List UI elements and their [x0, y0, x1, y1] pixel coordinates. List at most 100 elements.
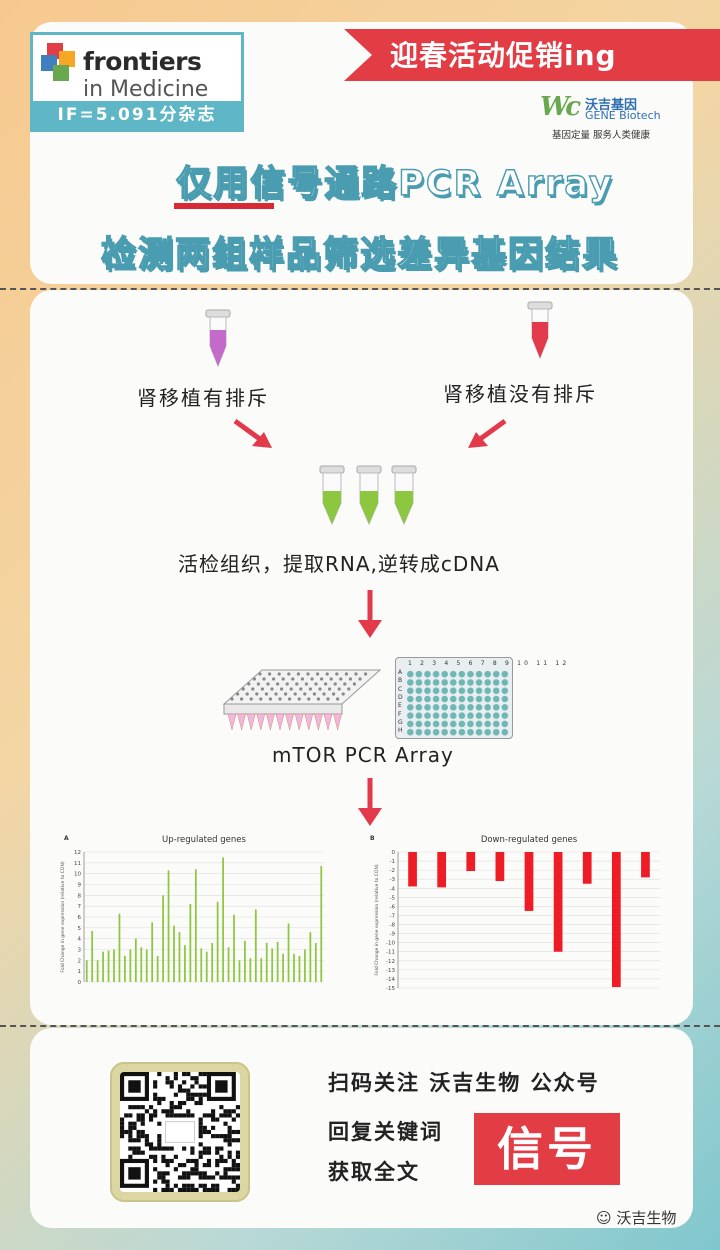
bar	[553, 852, 563, 952]
qr-module	[140, 1134, 145, 1139]
qr-module	[194, 1080, 199, 1085]
qr-module	[128, 1105, 133, 1110]
plate-well	[324, 682, 328, 686]
plate-well	[274, 692, 278, 696]
qr-module	[198, 1142, 203, 1147]
plate-well	[343, 682, 347, 686]
bar	[145, 949, 148, 982]
plate-cone	[237, 713, 246, 731]
extract-step-label: 活检组织，提取RNA,逆转成cDNA	[178, 552, 500, 576]
plate-well	[277, 672, 281, 676]
bar	[134, 938, 137, 982]
plate-well	[316, 672, 320, 676]
plate-well	[314, 682, 318, 686]
qr-module	[136, 1134, 141, 1139]
plate-well	[285, 682, 289, 686]
qr-module	[198, 1150, 203, 1155]
qr-module	[128, 1113, 133, 1118]
bar	[113, 949, 115, 982]
qr-module	[227, 1175, 232, 1180]
y-tick-label: 12	[74, 850, 81, 856]
qr-module	[169, 1109, 174, 1114]
bar	[222, 857, 224, 982]
qr-module	[206, 1113, 212, 1118]
plate-cone	[256, 713, 266, 731]
bar	[271, 948, 274, 982]
qr-module	[157, 1072, 162, 1077]
qr-module	[194, 1092, 199, 1097]
qr-module	[190, 1113, 195, 1118]
plate-well	[268, 697, 272, 701]
plate-well	[329, 677, 333, 681]
promo-banner[interactable]	[344, 29, 720, 81]
plate-wells	[406, 670, 510, 736]
bar	[582, 852, 592, 884]
chart-title: Up-regulated genes	[162, 835, 246, 845]
qr-module	[211, 1134, 216, 1139]
qr-module	[231, 1117, 236, 1122]
qr-module	[215, 1146, 220, 1151]
bar	[265, 943, 268, 982]
qr-module	[169, 1158, 174, 1164]
qr-code-icon[interactable]	[120, 1072, 240, 1192]
qr-module	[194, 1171, 199, 1176]
qr-module	[161, 1158, 166, 1164]
plate-well	[339, 677, 343, 681]
qr-module	[136, 1129, 141, 1135]
bar	[641, 852, 650, 878]
qr-module	[219, 1154, 224, 1159]
bar	[408, 852, 417, 887]
bar	[282, 953, 284, 982]
plate-well	[262, 677, 266, 681]
headline-underline	[174, 203, 274, 209]
qr-module	[128, 1121, 133, 1126]
qr-module	[231, 1158, 236, 1164]
qr-module	[182, 1175, 187, 1180]
qr-module	[140, 1121, 145, 1126]
qr-module	[227, 1129, 232, 1135]
plate-well	[300, 677, 304, 681]
plate-well	[280, 687, 284, 691]
plate-well	[236, 692, 240, 696]
qr-module	[227, 1113, 232, 1118]
qr-module	[153, 1096, 158, 1101]
qr-module	[190, 1171, 195, 1176]
qr-module	[219, 1175, 224, 1180]
plate-cone	[304, 713, 314, 731]
qr-module	[211, 1109, 216, 1114]
qr-module	[186, 1088, 191, 1093]
qr-module	[202, 1092, 207, 1097]
qr-module	[136, 1117, 141, 1122]
y-tick-label: -10	[386, 941, 395, 947]
journal-subtitle: in Medicine	[83, 77, 209, 102]
qr-module	[157, 1175, 162, 1180]
bar	[189, 904, 192, 982]
qr-module	[144, 1142, 149, 1147]
qr-module	[148, 1142, 154, 1147]
bar	[249, 958, 252, 982]
qr-module	[182, 1072, 187, 1077]
qr-module	[173, 1154, 178, 1159]
bar	[151, 922, 154, 982]
plate-well	[288, 697, 292, 701]
qr-module	[202, 1113, 207, 1118]
plate-cone	[333, 713, 342, 731]
qr-module	[182, 1183, 187, 1188]
qr-module	[120, 1117, 125, 1122]
watermark-text: 沃吉生物	[616, 1209, 677, 1227]
qr-module	[182, 1080, 187, 1085]
qr-module	[215, 1163, 220, 1168]
bar	[173, 925, 175, 982]
qr-module	[128, 1125, 133, 1130]
plate-cone	[314, 713, 323, 731]
plate-well	[260, 687, 264, 691]
brand-english: GENE Biotech	[585, 109, 661, 122]
qr-module	[153, 1167, 158, 1172]
headline-line2: 检测两组样品筛选差异基因结果	[100, 234, 619, 275]
bar	[254, 909, 257, 982]
plate-well	[318, 687, 322, 691]
plate-column-labels: 1 2 3 4 5 6 7 8 9 10 11 12	[408, 660, 570, 667]
qr-module	[198, 1072, 203, 1077]
frontiers-cubes-icon	[39, 41, 79, 85]
plate-well	[333, 682, 337, 686]
